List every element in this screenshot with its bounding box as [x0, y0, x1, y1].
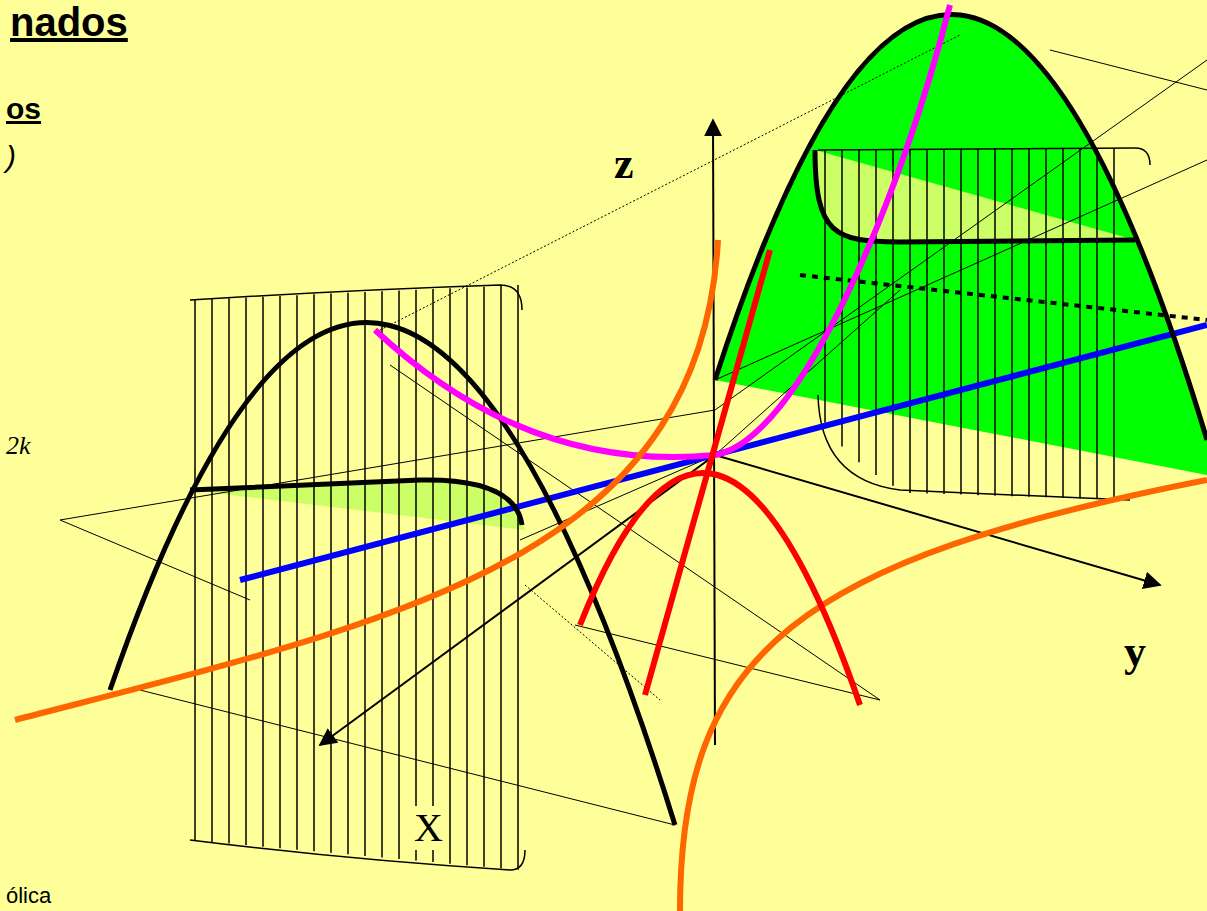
- text-fragment: ólica: [4, 884, 53, 908]
- subtitle: os: [4, 92, 43, 125]
- light-green-section: [190, 480, 525, 530]
- orange-hyperbola: [15, 240, 1207, 911]
- magenta-parabola: [375, 5, 950, 457]
- bracket: ): [4, 140, 18, 173]
- dotted-line: [800, 275, 1207, 320]
- axis-label: X: [412, 806, 445, 850]
- plane-lines: [60, 50, 1207, 825]
- red-lines: [580, 250, 860, 705]
- light-green-section: [815, 150, 1135, 242]
- axes: [320, 120, 1160, 745]
- box-outlines: [190, 148, 1150, 870]
- axis-label: y: [1122, 628, 1148, 676]
- section-curves: [110, 14, 1207, 825]
- formula-fragment: 2k: [4, 432, 33, 461]
- axis-label: z: [612, 140, 636, 188]
- slide-title: nados: [8, 0, 130, 44]
